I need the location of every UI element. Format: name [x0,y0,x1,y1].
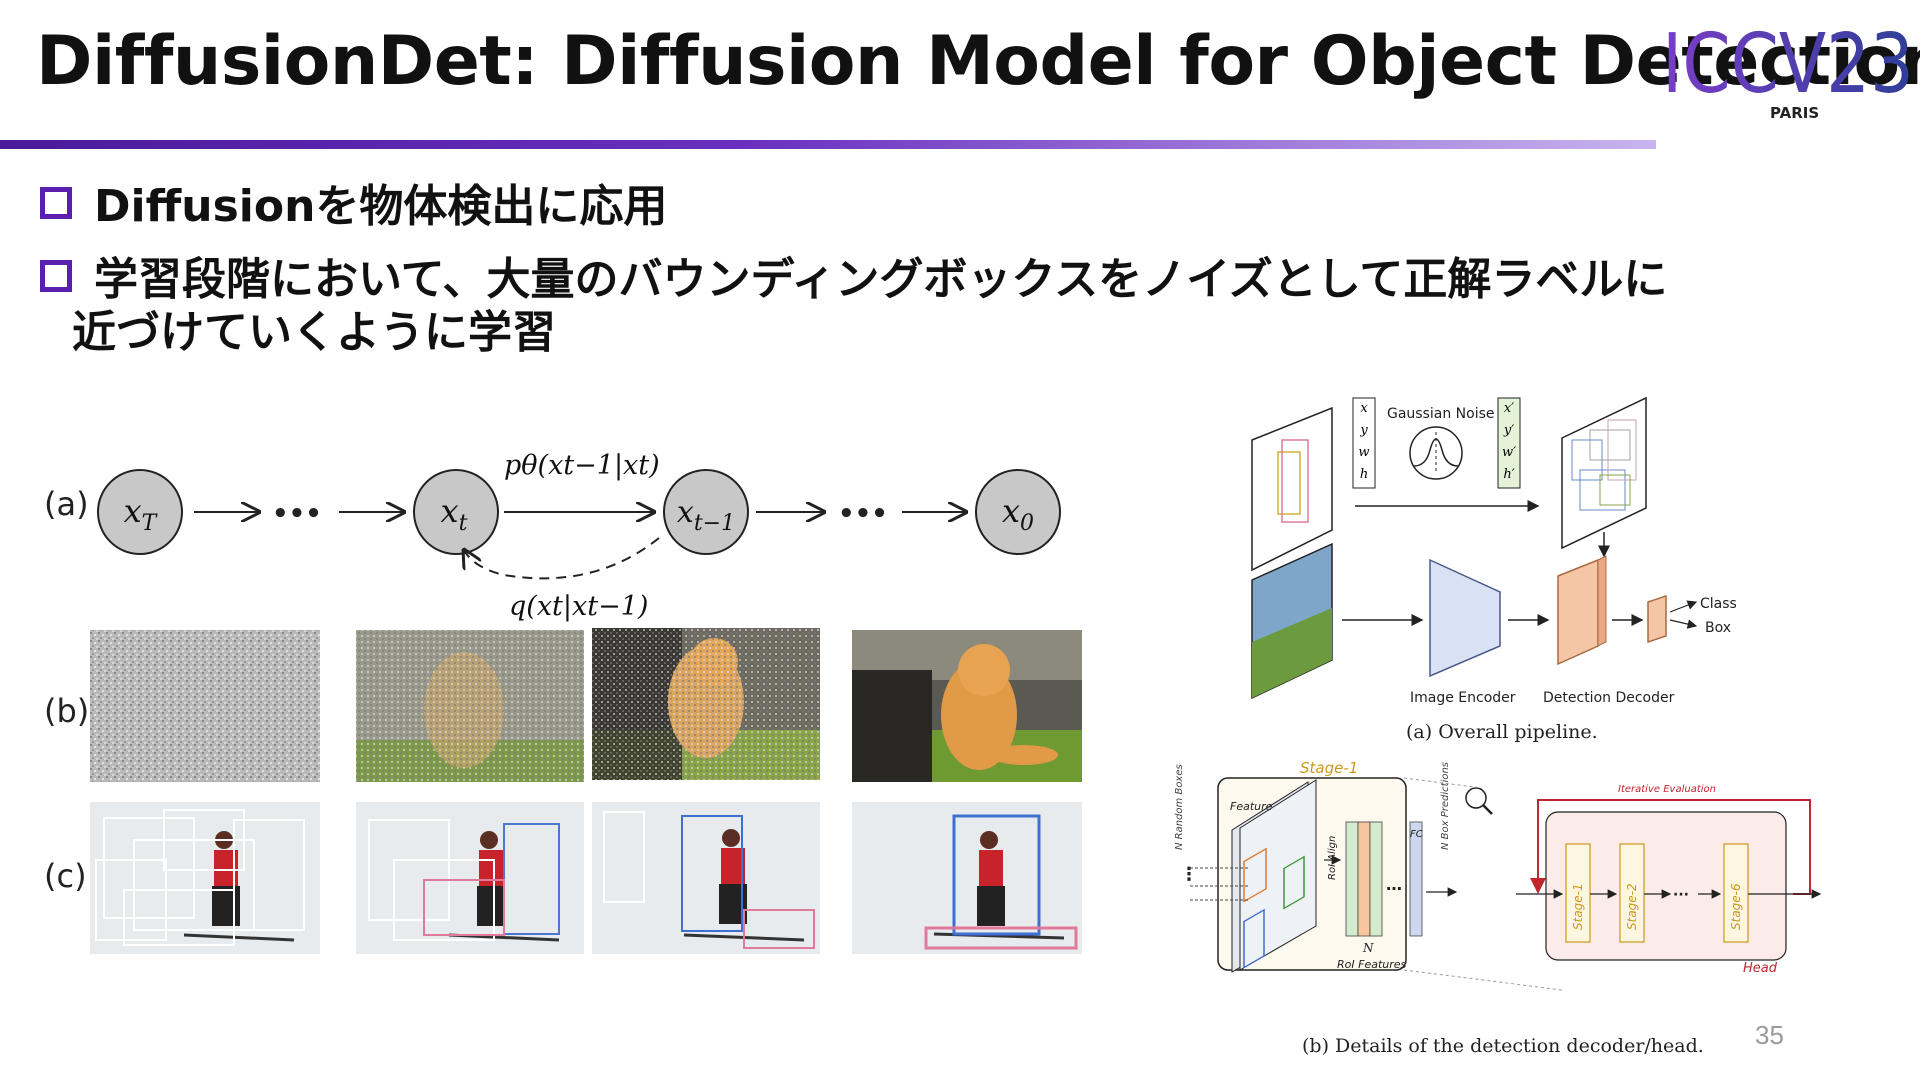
noisy-cat-image-2 [592,628,820,780]
skier-image-iter-2 [592,802,820,954]
chain-node-x0: x0 [976,470,1060,554]
noisy-boxes-plane [1562,398,1646,548]
decoder-caption: (b) Details of the detection decoder/hea… [1302,1035,1704,1057]
box-coords-table: x y w h [1353,398,1375,488]
reverse-label: q(xt|xt−1) [509,591,648,622]
bullet-text-continuation: 近づけていくように学習 [72,296,556,360]
roi-features-stack [1346,822,1382,936]
skier-image-iter-1 [356,802,584,954]
head-stage-1: Stage-1 [1566,844,1590,942]
svg-text:y′: y′ [1503,423,1514,438]
row-label-b: (b) [44,692,89,730]
head-label: Head [1743,961,1778,976]
svg-text:⋮: ⋮ [1180,864,1198,885]
logo-text: ICCV23 [1662,18,1914,112]
diffusion-process-figure: (a) (b) (c) xT xt xt−1 x0 ••• ••• pθ(xt−… [34,440,1094,980]
bullet-square-icon [40,260,72,292]
box-plane [1252,408,1332,570]
svg-text:h: h [1360,467,1368,482]
box-predictions-label: N Box Predictions [1440,762,1451,850]
svg-text:Stage-6: Stage-6 [1729,883,1743,930]
clean-cat-image [852,630,1082,782]
decoder-stage-label: Stage-1 [1300,759,1358,777]
svg-text:x′: x′ [1504,401,1514,416]
svg-text:Stage-1: Stage-1 [1571,883,1585,930]
svg-text:y: y [1359,423,1368,438]
logo-subtext: PARIS [1770,104,1819,122]
skier-image-random-boxes [90,802,320,954]
noisy-coords-table: x′ y′ w′ h′ [1498,398,1520,488]
svg-text:x: x [1360,401,1368,416]
head-block [1648,596,1666,642]
chain-node-xT: xT [98,470,182,554]
encoder-label: Image Encoder [1410,690,1516,706]
gaussian-curve-icon [1410,427,1462,479]
iccv-logo: ICCV23 PARIS [1658,18,1920,128]
title-divider [0,140,1656,149]
output-box-label: Box [1705,620,1731,636]
roi-features-label: RoI Features [1337,958,1407,971]
detection-decoder-block [1558,556,1606,664]
chain-node-xt-1: xt−1 [664,470,748,554]
head-stage-2: Stage-2 [1620,844,1644,942]
noise-image-t [90,630,320,782]
head-stage-6: Stage-6 [1724,844,1748,942]
random-boxes-label: N Random Boxes [1174,764,1185,850]
slide-title: DiffusionDet: Diffusion Model for Object… [36,22,1920,101]
row-label-a: (a) [44,485,89,523]
iterative-evaluation-label: Iterative Evaluation [1618,784,1716,795]
roi-align-label: RoI Align [1327,836,1338,880]
roi-n-label: N [1362,941,1374,955]
zoom-icon [1466,788,1492,814]
forward-label: pθ(xt−1|xt) [504,450,660,481]
feature-label: Feature [1230,800,1273,813]
chain-ellipsis: ••• [838,499,888,529]
chain-node-xt: xt [414,470,498,554]
chain-ellipsis: ••• [272,499,322,529]
row-label-c: (c) [44,857,87,895]
bullet-text: Diffusionを物体検出に応用 [94,181,667,232]
fc-label: FC [1410,829,1423,840]
svg-text:Stage-2: Stage-2 [1625,883,1639,930]
output-class-label: Class [1700,596,1737,612]
bullet-item: Diffusionを物体検出に応用 [40,170,667,234]
roi-dots: … [1386,875,1402,894]
head-ellipsis: ··· [1673,887,1689,903]
svg-text:w: w [1358,445,1369,460]
skier-image-final [852,802,1082,954]
page-number: 35 [1755,1020,1784,1051]
bullet-square-icon [40,187,72,219]
gaussian-noise-label: Gaussian Noise [1387,406,1495,422]
diffusiondet-architecture-figure: x y w h Gaussian Noise x′ y′ w′ h′ Image… [1160,380,1840,1070]
noisy-cat-image-1 [356,630,584,782]
svg-text:w′: w′ [1502,445,1516,460]
decoder-label: Detection Decoder [1543,690,1675,706]
input-image-plane [1252,544,1332,698]
svg-text:h′: h′ [1503,467,1514,482]
pipeline-caption: (a) Overall pipeline. [1406,721,1598,743]
image-encoder-block [1430,560,1500,676]
